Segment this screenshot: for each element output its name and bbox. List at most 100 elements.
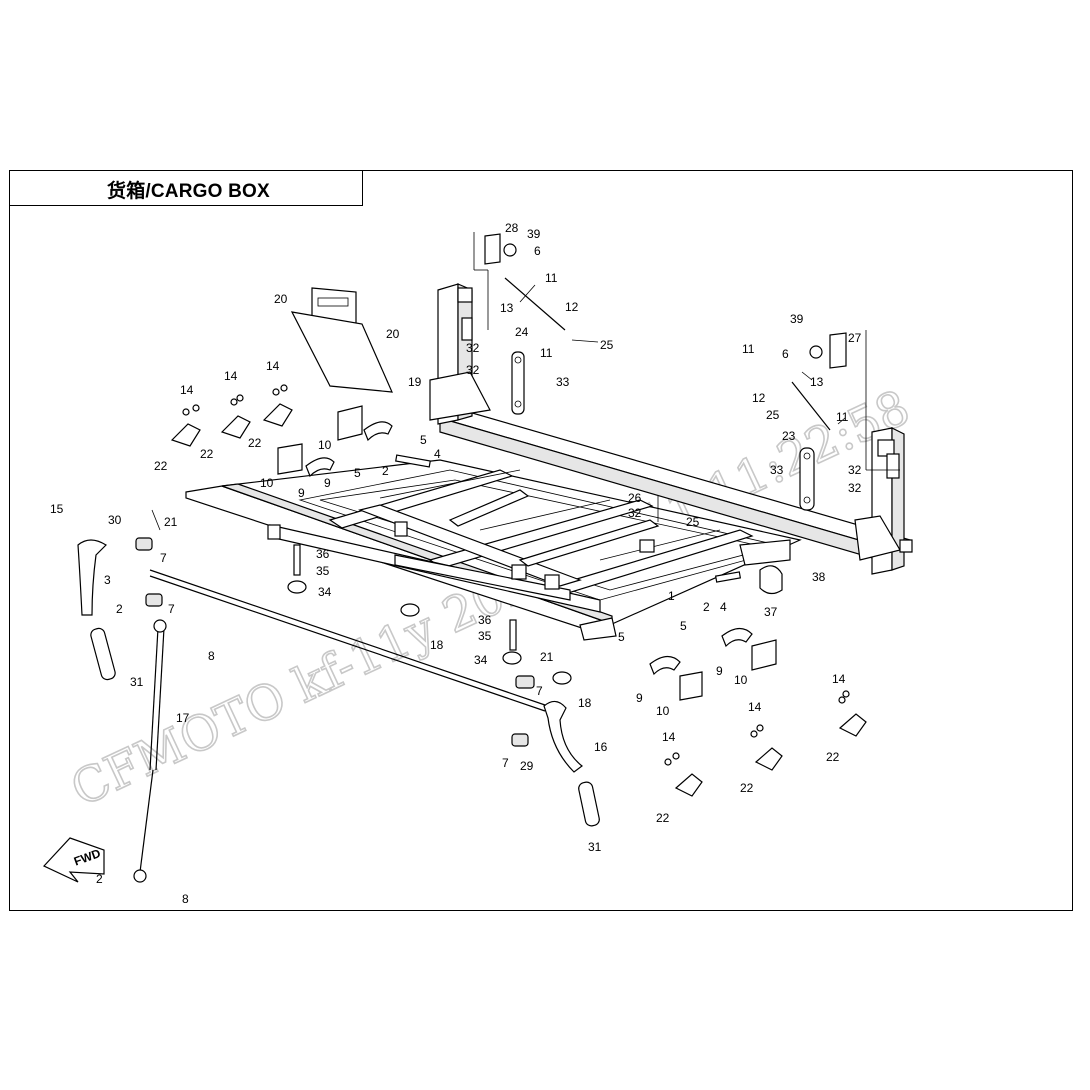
callout-label: 9 bbox=[716, 664, 723, 678]
callout-label: 20 bbox=[386, 327, 400, 341]
callout-label: 31 bbox=[588, 840, 602, 854]
callout-label: 20 bbox=[274, 292, 288, 306]
callout-label: 22 bbox=[248, 436, 262, 450]
rear-right-upright bbox=[854, 427, 913, 575]
callout-label: 12 bbox=[752, 391, 766, 405]
license-plate-bracket bbox=[290, 287, 393, 393]
cable-right bbox=[791, 381, 831, 431]
callout-label: 18 bbox=[578, 696, 592, 710]
title-box bbox=[9, 170, 363, 206]
callout-label: 21 bbox=[164, 515, 178, 529]
callout-label: 11 bbox=[836, 410, 849, 424]
pins bbox=[395, 454, 742, 583]
callout-label: 36 bbox=[316, 547, 330, 561]
callout-label: 22 bbox=[656, 811, 670, 825]
callout-label: 21 bbox=[540, 650, 554, 664]
callout-label: 14 bbox=[832, 672, 846, 686]
tie-down-hooks bbox=[170, 403, 867, 797]
callout-label: 5 bbox=[354, 466, 361, 480]
callout-label: 7 bbox=[160, 551, 167, 565]
callout-label: 11 bbox=[742, 342, 755, 356]
callout-label: 32 bbox=[628, 506, 642, 520]
callout-label: 10 bbox=[656, 704, 670, 718]
page-title: 货箱/CARGO BOX bbox=[107, 181, 270, 202]
callout-label: 34 bbox=[318, 585, 332, 599]
callout-label: 11 bbox=[545, 271, 558, 285]
callout-labels: 1 2 2 2 2 3 4 4 5 5 5 5 6 6 7 7 7 7 8 8 … bbox=[50, 221, 862, 906]
callout-label: 14 bbox=[180, 383, 194, 397]
callout-label: 3 bbox=[104, 573, 111, 587]
callout-label: 18 bbox=[430, 638, 444, 652]
callout-label: 15 bbox=[50, 502, 64, 516]
callout-label: 24 bbox=[515, 325, 529, 339]
callout-label: 6 bbox=[534, 244, 541, 258]
callout-label: 22 bbox=[154, 459, 168, 473]
callout-label: 25 bbox=[600, 338, 614, 352]
callout-label: 12 bbox=[565, 300, 579, 314]
callout-label: 14 bbox=[748, 700, 762, 714]
rubber-bumpers bbox=[287, 580, 572, 685]
callout-label: 2 bbox=[703, 600, 710, 614]
release-rod bbox=[149, 569, 546, 712]
callout-label: 17 bbox=[176, 711, 190, 725]
callout-label: 31 bbox=[130, 675, 144, 689]
callout-label: 37 bbox=[764, 605, 778, 619]
callout-label: 32 bbox=[848, 463, 862, 477]
callout-label: 25 bbox=[766, 408, 780, 422]
callout-label: 22 bbox=[826, 750, 840, 764]
fwd-arrow: FWD bbox=[43, 837, 105, 883]
callout-label: 35 bbox=[316, 564, 330, 578]
callout-label: 19 bbox=[408, 375, 422, 389]
callout-label: 6 bbox=[782, 347, 789, 361]
callout-label: 32 bbox=[466, 341, 480, 355]
callout-label: 25 bbox=[686, 515, 700, 529]
callout-label: 27 bbox=[848, 331, 862, 345]
callout-label: 33 bbox=[556, 375, 570, 389]
clamps bbox=[135, 537, 535, 747]
callout-label: 16 bbox=[594, 740, 608, 754]
callout-label: 4 bbox=[720, 600, 727, 614]
callout-label: 8 bbox=[208, 649, 215, 663]
callout-label: 14 bbox=[266, 359, 280, 373]
callout-label: 10 bbox=[734, 673, 748, 687]
leader-lines bbox=[151, 232, 900, 531]
callout-label: 13 bbox=[810, 375, 824, 389]
callout-label: 30 bbox=[108, 513, 122, 527]
callout-label: 14 bbox=[662, 730, 676, 744]
callout-label: 1 bbox=[668, 589, 675, 603]
callout-label: 8 bbox=[182, 892, 189, 906]
callout-label: 10 bbox=[260, 476, 274, 490]
callout-label: 33 bbox=[770, 463, 784, 477]
callout-label: 36 bbox=[478, 613, 492, 627]
callout-label: 9 bbox=[636, 691, 643, 705]
callout-label: 7 bbox=[502, 756, 509, 770]
callout-label: 26 bbox=[628, 491, 642, 505]
callout-label: 11 bbox=[540, 346, 553, 360]
callout-label: 5 bbox=[618, 630, 625, 644]
callout-label: 4 bbox=[434, 447, 441, 461]
hinge-bracket-right bbox=[809, 332, 847, 369]
callout-label: 10 bbox=[318, 438, 332, 452]
gas-strut bbox=[133, 619, 167, 883]
callout-label: 14 bbox=[224, 369, 238, 383]
callout-label: 22 bbox=[740, 781, 754, 795]
support-strap-right bbox=[799, 447, 815, 511]
d-ring-plates bbox=[277, 405, 777, 701]
hinge-bracket-left bbox=[484, 233, 517, 265]
handles bbox=[77, 539, 600, 827]
cable-left bbox=[504, 277, 566, 331]
callout-label: 5 bbox=[420, 433, 427, 447]
callout-label: 35 bbox=[478, 629, 492, 643]
callout-label: 34 bbox=[474, 653, 488, 667]
stud-washers bbox=[293, 544, 517, 651]
callout-label: 32 bbox=[466, 363, 480, 377]
callout-label: 32 bbox=[848, 481, 862, 495]
callout-label: 28 bbox=[505, 221, 519, 235]
rear-left-upright bbox=[429, 283, 491, 425]
callout-label: 2 bbox=[382, 464, 389, 478]
latch-plate bbox=[759, 565, 783, 595]
callout-label: 13 bbox=[500, 301, 514, 315]
callout-label: 9 bbox=[298, 486, 305, 500]
callout-label: 9 bbox=[324, 476, 331, 490]
